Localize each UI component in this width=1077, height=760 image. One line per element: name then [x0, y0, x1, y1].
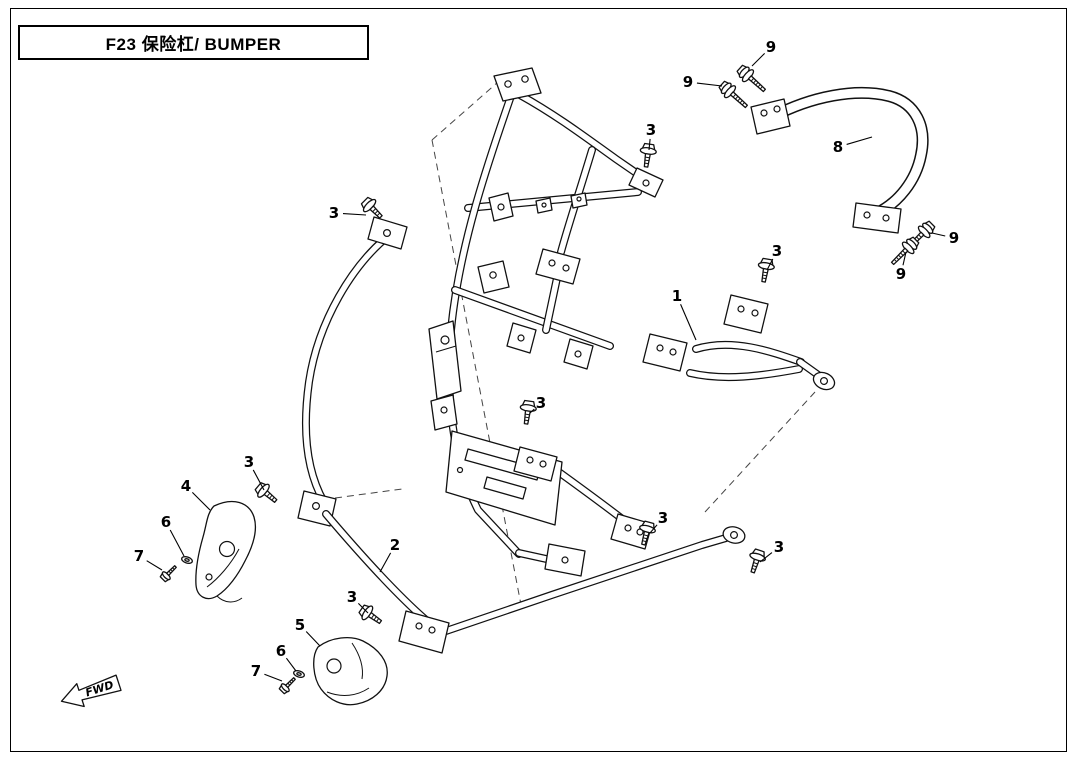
svg-text:8: 8 — [833, 138, 843, 156]
svg-text:5: 5 — [295, 616, 305, 634]
svg-text:4: 4 — [181, 477, 191, 495]
fwd-label: FWD — [84, 678, 115, 699]
fwd-arrow: FWD — [60, 674, 122, 708]
callout-3: 3 — [649, 509, 668, 534]
rear-bar-part-8 — [750, 86, 929, 234]
screw-9-icon — [886, 234, 922, 270]
callout-3: 3 — [759, 538, 784, 563]
bolt-3-icon — [517, 399, 538, 426]
svg-text:3: 3 — [536, 394, 546, 412]
svg-text:7: 7 — [251, 662, 261, 680]
svg-text:1: 1 — [672, 287, 682, 305]
bolt-3-icon — [637, 142, 658, 169]
bumper-stay-part-1 — [642, 294, 836, 391]
svg-text:3: 3 — [774, 538, 784, 556]
callout-8: 8 — [833, 136, 873, 156]
callout-7: 7 — [134, 547, 163, 571]
callout-7: 7 — [251, 662, 283, 682]
screw-9-icon — [734, 62, 770, 97]
callout-9: 9 — [896, 251, 907, 283]
lower-cover-part-5 — [313, 636, 388, 706]
callout-3: 3 — [329, 204, 367, 222]
screw-7-icon — [158, 562, 180, 584]
callout-5: 5 — [295, 616, 321, 647]
svg-text:3: 3 — [347, 588, 357, 606]
side-plate-part-4 — [195, 500, 257, 603]
callout-6: 6 — [161, 513, 185, 557]
callout-9: 9 — [931, 229, 959, 247]
svg-text:9: 9 — [949, 229, 959, 247]
callout-3: 3 — [529, 394, 546, 414]
washer-6-icon — [180, 554, 194, 566]
alignment-dashed-lines — [334, 81, 816, 611]
callout-9: 9 — [683, 73, 723, 91]
bolt-3-icon — [755, 257, 777, 284]
screw-9-icon — [716, 78, 752, 113]
bumper-upper-tube — [297, 216, 408, 527]
svg-text:3: 3 — [244, 453, 254, 471]
svg-text:3: 3 — [646, 121, 656, 139]
svg-text:6: 6 — [161, 513, 171, 531]
callout-4: 4 — [181, 477, 211, 511]
svg-text:9: 9 — [683, 73, 693, 91]
svg-text:2: 2 — [390, 536, 400, 554]
svg-text:3: 3 — [658, 509, 668, 527]
title-box: F23 保险杠/ BUMPER — [18, 25, 369, 60]
svg-text:3: 3 — [329, 204, 339, 222]
svg-text:3: 3 — [772, 242, 782, 260]
diagram-title: F23 保险杠/ BUMPER — [105, 35, 282, 54]
callout-1: 1 — [672, 287, 697, 341]
bolt-3-icon — [252, 479, 282, 508]
callout-6: 6 — [276, 642, 297, 672]
svg-text:9: 9 — [896, 265, 906, 283]
callout-9: 9 — [751, 38, 776, 67]
screw-7-icon — [277, 674, 299, 696]
callout-3: 3 — [766, 242, 782, 271]
callout-3: 3 — [244, 453, 265, 491]
callout-2: 2 — [379, 536, 400, 573]
svg-text:9: 9 — [766, 38, 776, 56]
svg-text:6: 6 — [276, 642, 286, 660]
bumper-lower-tube-part-2 — [322, 510, 746, 654]
washer-6-icon — [292, 668, 306, 680]
callout-3: 3 — [646, 121, 656, 151]
bolt-3-icon — [358, 194, 388, 224]
svg-text:7: 7 — [134, 547, 144, 565]
bolt-3-icon — [744, 547, 769, 576]
callout-3: 3 — [347, 588, 369, 614]
main-frame — [428, 67, 664, 577]
